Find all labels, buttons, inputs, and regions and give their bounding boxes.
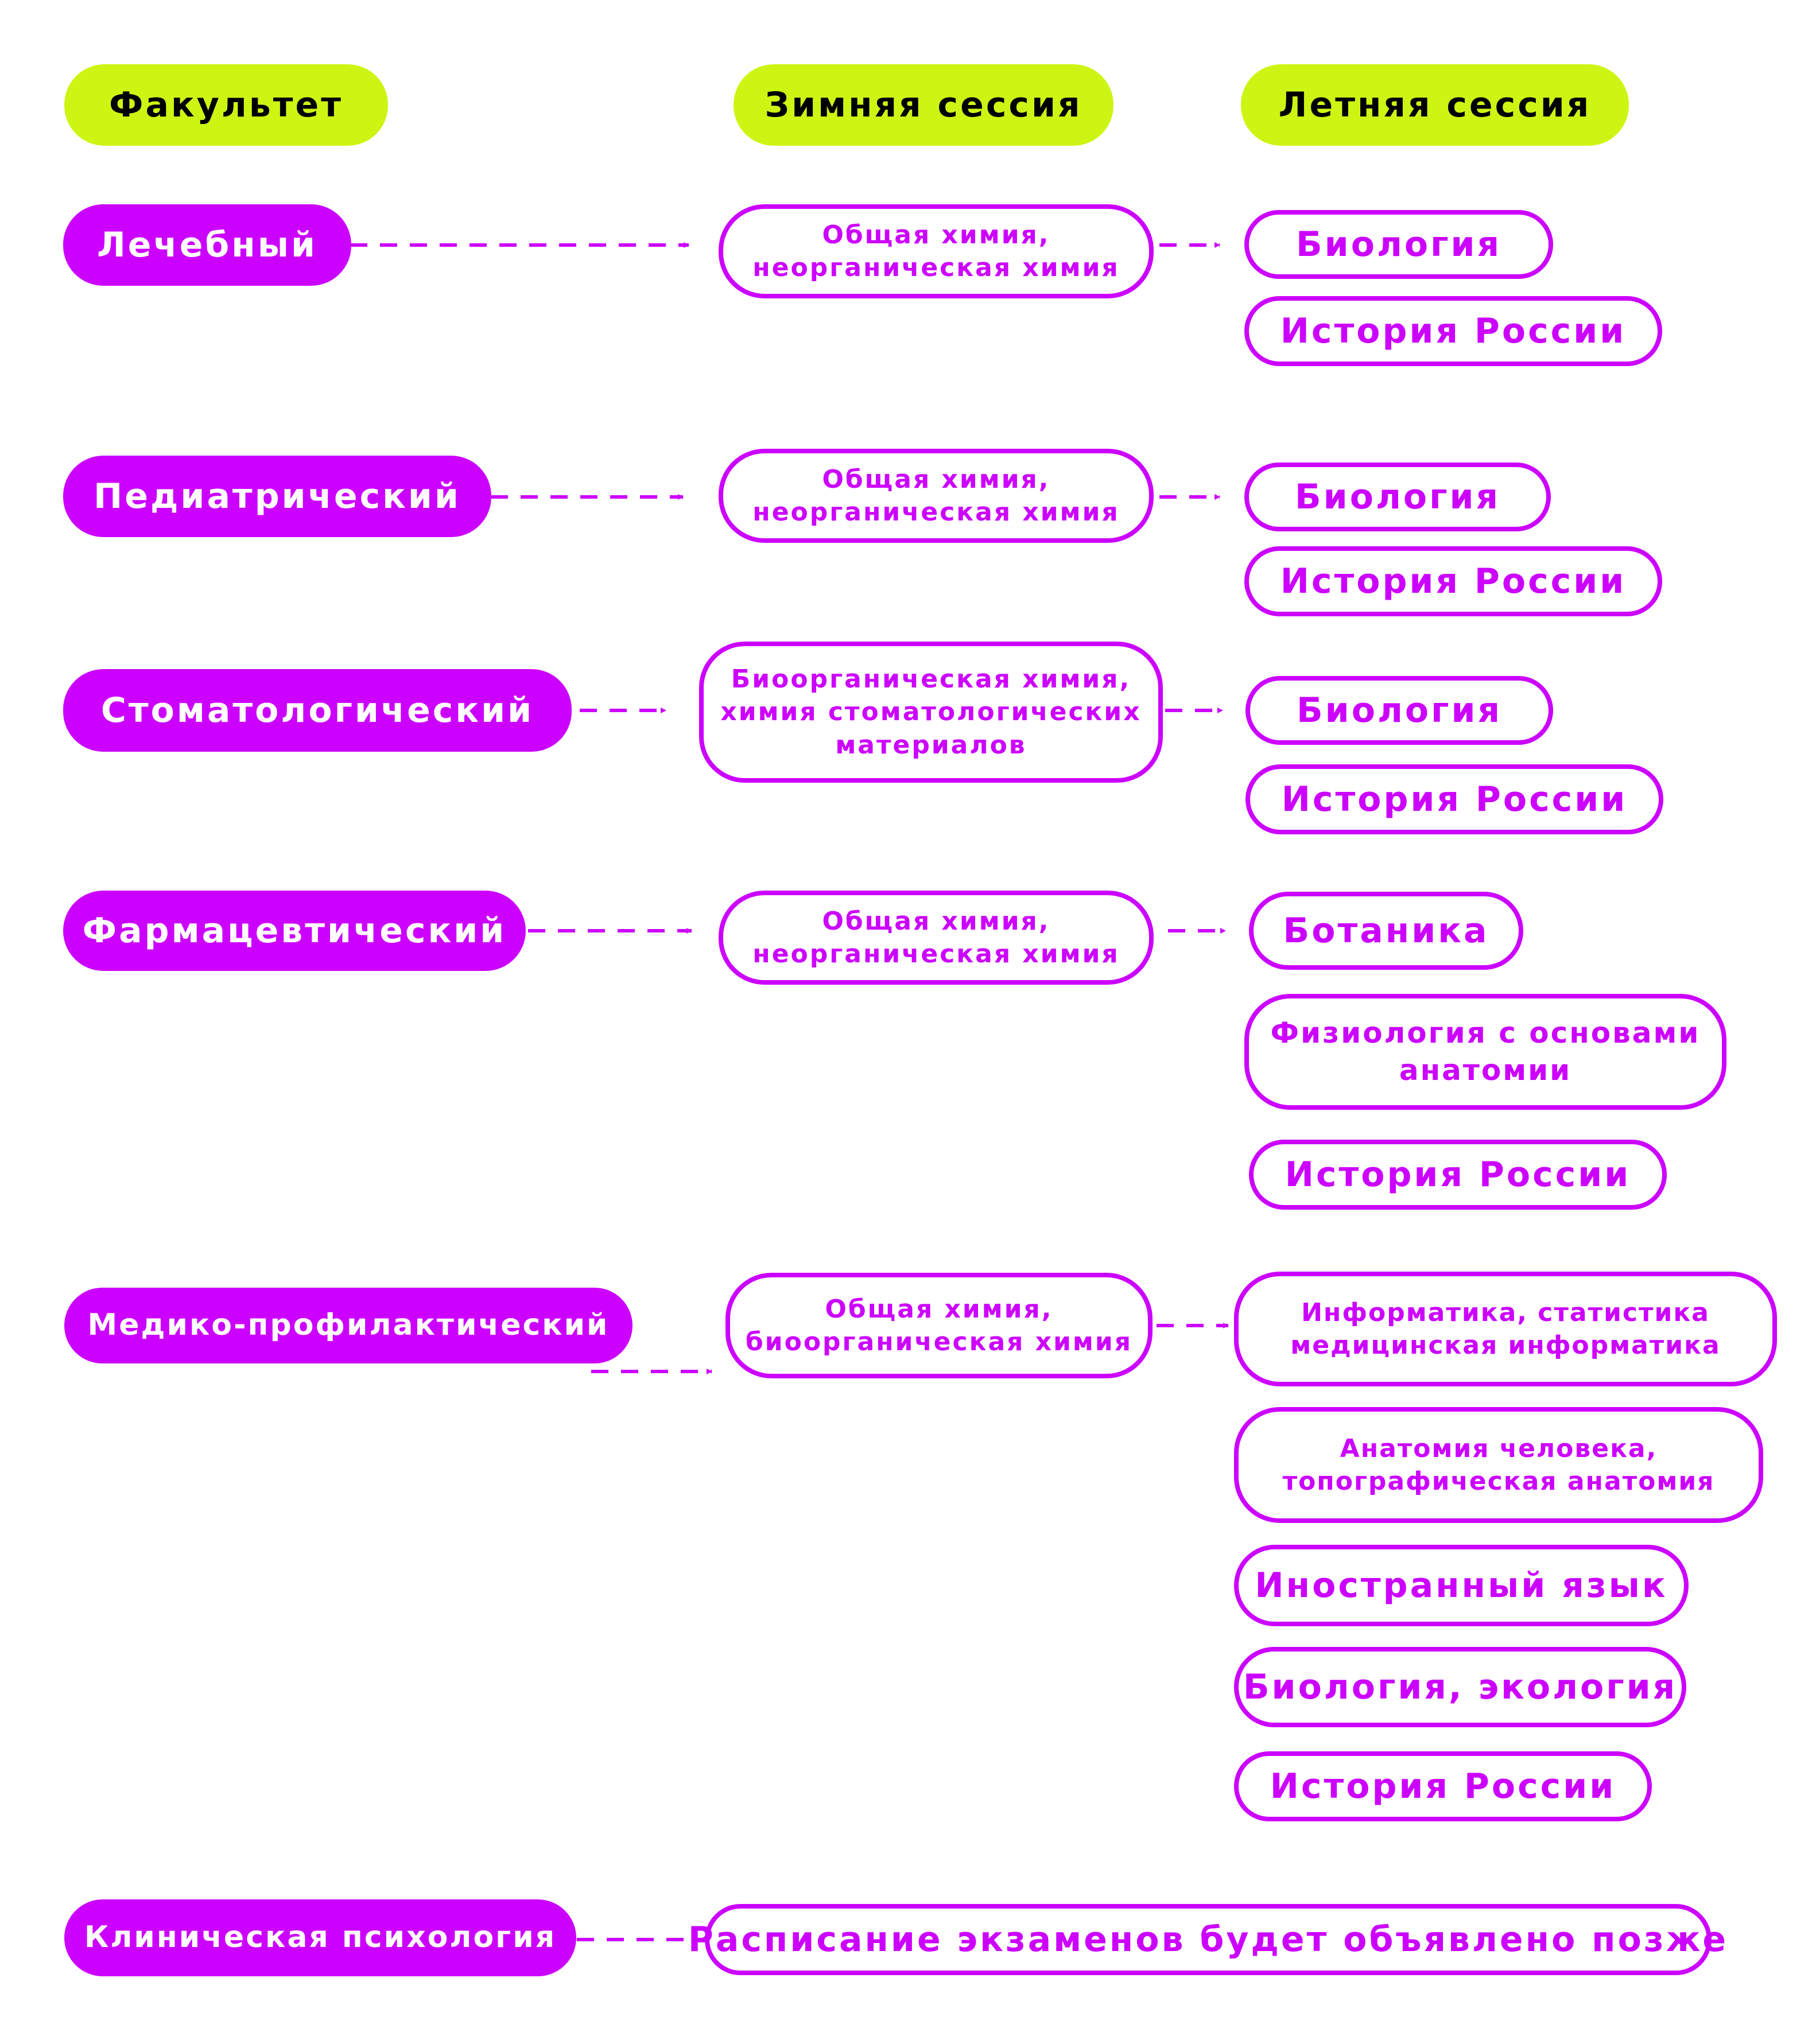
faculty-pediatrichesky: Педиатрический bbox=[63, 456, 491, 537]
exam-line: Общая химия, bbox=[822, 464, 1050, 494]
faculty-label: Педиатрический bbox=[94, 476, 461, 516]
faculty-label: Клиническая психология bbox=[84, 1920, 557, 1955]
summer-exam-box: Иностранный язык bbox=[1234, 1545, 1689, 1626]
faculty-label: Фармацевтический bbox=[82, 911, 507, 951]
faculty-klinicheskaya-psihologiya: Клиническая психология bbox=[64, 1899, 576, 1976]
summer-exam-box: История России bbox=[1249, 1140, 1667, 1210]
summer-exam-box: История России bbox=[1245, 764, 1663, 834]
faculty-mediko-profilaktichesky: Медико-профилактический bbox=[64, 1288, 633, 1363]
winter-exam-box: Общая химия, неорганическая химия bbox=[719, 204, 1154, 298]
winter-exam-box: Биоорганическая химия, химия стоматологи… bbox=[699, 642, 1163, 783]
column-header-summer-label: Летняя сессия bbox=[1278, 85, 1592, 125]
column-header-winter-label: Зимняя сессия bbox=[765, 85, 1082, 125]
exam-line: Расписание экзаменов будет объявлено поз… bbox=[688, 1919, 1729, 1960]
winter-exam-box: Общая химия, неорганическая химия bbox=[719, 449, 1154, 543]
exam-line: Биоорганическая химия, bbox=[731, 665, 1131, 694]
exam-line: История России bbox=[1285, 1155, 1631, 1195]
exam-line: Биология bbox=[1296, 690, 1503, 730]
faculty-label: Стоматологический bbox=[100, 690, 534, 730]
exam-line: материалов bbox=[835, 730, 1027, 760]
combined-exam-box: Расписание экзаменов будет объявлено поз… bbox=[688, 1904, 1726, 1975]
exam-line: История России bbox=[1281, 779, 1628, 819]
exam-line: История России bbox=[1270, 1766, 1616, 1806]
exam-line: Иностранный язык bbox=[1255, 1565, 1668, 1606]
exam-line: Общая химия, bbox=[825, 1294, 1053, 1324]
column-header-faculty-label: Факультет bbox=[109, 85, 343, 125]
winter-exam-box: Общая химия, биоорганическая химия bbox=[725, 1273, 1153, 1378]
exam-line: неорганическая химия bbox=[752, 939, 1120, 969]
summer-exam-box: История России bbox=[1244, 546, 1662, 616]
summer-exam-box: Биология bbox=[1244, 210, 1553, 279]
exam-line: Физиология с основами bbox=[1270, 1016, 1701, 1050]
exam-line: биоорганическая химия bbox=[746, 1327, 1132, 1357]
exam-line: Общая химия, bbox=[822, 906, 1050, 936]
summer-exam-box: Ботаника bbox=[1249, 892, 1523, 970]
faculty-stomatologichesky: Стоматологический bbox=[63, 669, 572, 752]
faculty-label: Медико-профилактический bbox=[87, 1308, 610, 1343]
summer-exam-box: Биология bbox=[1245, 676, 1553, 745]
summer-exam-box: Физиология с основами анатомии bbox=[1244, 994, 1726, 1110]
exam-line: топографическая анатомия bbox=[1282, 1467, 1715, 1496]
faculty-label: Лечебный bbox=[96, 225, 318, 265]
column-header-faculty: Факультет bbox=[64, 64, 388, 146]
exam-line: Биология bbox=[1295, 224, 1502, 265]
summer-exam-box: История России bbox=[1234, 1751, 1652, 1821]
exam-line: анатомии bbox=[1399, 1054, 1572, 1087]
summer-exam-box: Биология, экология bbox=[1234, 1647, 1686, 1727]
column-header-winter: Зимняя сессия bbox=[734, 64, 1113, 146]
exam-line: неорганическая химия bbox=[752, 253, 1120, 282]
exam-line: медицинская информатика bbox=[1290, 1331, 1721, 1360]
summer-exam-box: Биология bbox=[1244, 463, 1551, 531]
exam-line: Ботаника bbox=[1283, 911, 1489, 951]
exam-line: химия стоматологических bbox=[720, 697, 1142, 727]
winter-exam-box: Общая химия, неорганическая химия bbox=[719, 891, 1154, 985]
faculty-lechebny: Лечебный bbox=[63, 204, 351, 286]
exam-line: Биология, экология bbox=[1243, 1667, 1678, 1707]
exam-line: Анатомия человека, bbox=[1340, 1433, 1658, 1463]
exam-line: История России bbox=[1280, 311, 1627, 351]
summer-exam-box: Информатика, статистика медицинская инфо… bbox=[1234, 1272, 1777, 1386]
exam-line: Информатика, статистика bbox=[1301, 1297, 1710, 1327]
exam-line: Общая химия, bbox=[822, 220, 1050, 250]
summer-exam-box: История России bbox=[1244, 296, 1662, 366]
column-header-summer: Летняя сессия bbox=[1241, 64, 1629, 146]
exam-line: неорганическая химия bbox=[752, 498, 1120, 527]
exam-line: История России bbox=[1280, 561, 1627, 601]
faculty-farmacevtichesky: Фармацевтический bbox=[63, 891, 526, 971]
exam-line: Биология bbox=[1294, 477, 1501, 517]
summer-exam-box: Анатомия человека, топографическая анато… bbox=[1234, 1407, 1763, 1523]
